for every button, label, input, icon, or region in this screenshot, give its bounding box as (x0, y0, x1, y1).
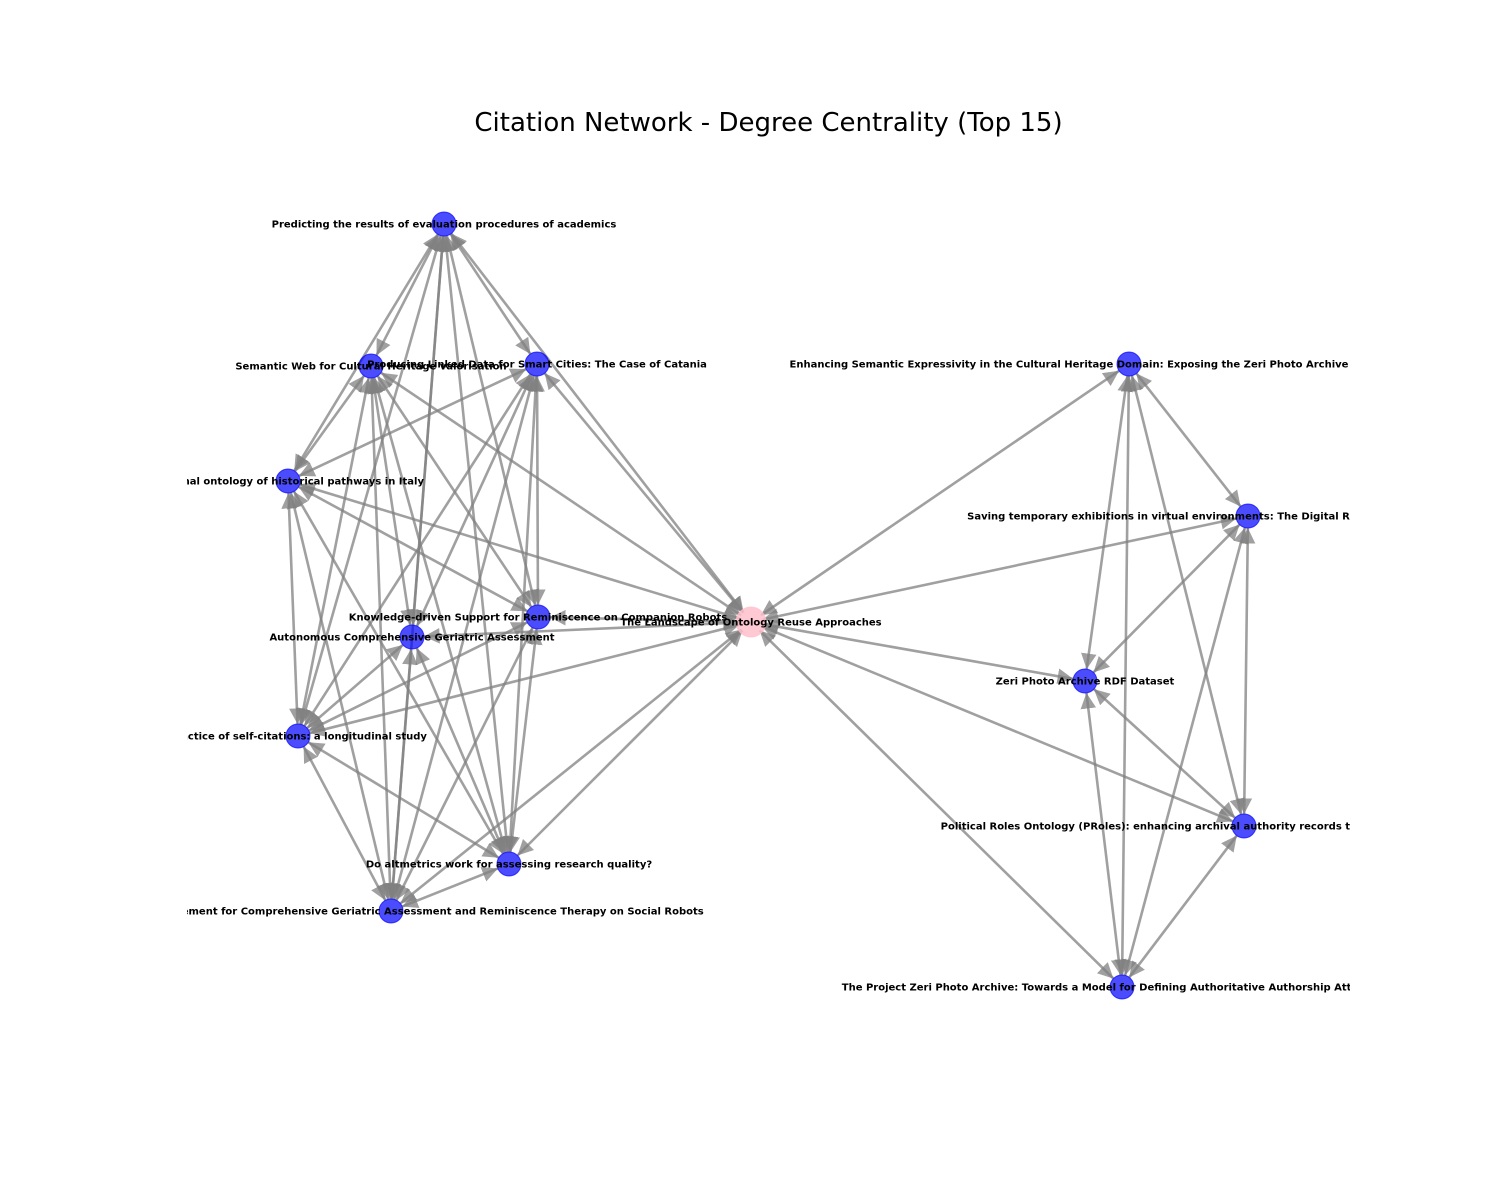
edges-layer (281, 232, 1256, 980)
edge-predicting-landscape (450, 232, 745, 614)
node-label-self_citations: practice of self-citations: a longitudin… (169, 732, 427, 743)
node-label-zeri_project: The Project Zeri Photo Archive: Towards … (842, 983, 1403, 994)
node-label-knowledge_mgmt: Knowledge Management for Comprehensive G… (78, 907, 704, 918)
edge-altmetrics-landscape (516, 629, 744, 857)
node-aldrovandi[interactable] (1235, 503, 1261, 529)
edge-knowledge_mgmt-landscape (399, 628, 743, 905)
edge-landscape-zeri_project (758, 629, 1115, 980)
edge-proles-zeri_project (1128, 834, 1238, 979)
node-zeri_expressivity[interactable] (1116, 351, 1142, 377)
edge-semantic_web-landscape (380, 371, 742, 617)
node-label-proles: Political Roles Ontology (PRoles): enhan… (941, 822, 1500, 833)
nodes-layer (275, 211, 1261, 1000)
edge-self_citations-knowledge_mgmt (302, 745, 387, 902)
node-reminiscence[interactable] (525, 604, 551, 630)
node-label-landscape: The Landscape of Ontology Reuse Approach… (620, 618, 881, 629)
node-landscape[interactable] (735, 606, 767, 638)
node-self_citations[interactable] (285, 723, 311, 749)
node-knowledge_mgmt[interactable] (378, 898, 404, 924)
edge-smart_cities-landscape (543, 372, 745, 614)
node-label-smart_cities: Producing Linked Data for Smart Cities: … (367, 360, 707, 371)
edge-aldrovandi-proles (1236, 527, 1256, 815)
edge-aldrovandi-zeri_rdf (1092, 523, 1241, 674)
node-label-geriatric: Autonomous Comprehensive Geriatric Asses… (269, 633, 554, 644)
node-smart_cities[interactable] (524, 351, 550, 377)
edge-predicting-semantic_web (375, 234, 440, 356)
edge-landscape-proles (761, 625, 1234, 823)
chart-title: Citation Network - Degree Centrality (To… (474, 108, 1063, 138)
edge-zeri_rdf-zeri_project (1080, 692, 1127, 976)
edge-zeri_expressivity-zeri_rdf (1081, 375, 1133, 670)
edge-zeri_expressivity-zeri_project (1114, 375, 1137, 976)
node-zeri_project[interactable] (1109, 974, 1135, 1000)
edge-pathways-landscape (299, 481, 740, 622)
edge-landscape-aldrovandi (762, 514, 1237, 624)
node-proles[interactable] (1231, 813, 1257, 839)
edge-landscape-zeri_rdf (762, 619, 1074, 684)
node-zeri_rdf[interactable] (1072, 668, 1098, 694)
edge-predicting-smart_cities (449, 233, 532, 355)
edge-landscape-zeri_expressivity (760, 369, 1120, 617)
node-label-pathways: A formal ontology of historical pathways… (152, 477, 424, 488)
edge-zeri_expressivity-aldrovandi (1135, 372, 1242, 508)
node-altmetrics[interactable] (496, 851, 522, 877)
node-geriatric[interactable] (399, 624, 425, 650)
node-label-predicting: Predicting the results of evaluation pro… (272, 220, 617, 231)
node-label-zeri_expressivity: Enhancing Semantic Expressivity in the C… (790, 360, 1469, 371)
node-label-altmetrics: Do altmetrics work for assessing researc… (366, 860, 652, 871)
node-label-semantic_web: Semantic Web for Cultural Heritage valor… (235, 362, 506, 373)
node-label-zeri_rdf: Zeri Photo Archive RDF Dataset (996, 677, 1175, 688)
edge-aldrovandi-zeri_project (1121, 527, 1249, 976)
node-predicting[interactable] (431, 211, 457, 237)
node-semantic_web[interactable] (358, 353, 384, 379)
edge-pathways-self_citations (281, 492, 305, 725)
node-pathways[interactable] (275, 468, 301, 494)
labels-layer: Predicting the results of evaluation pro… (78, 220, 1500, 994)
node-label-aldrovandi: Saving temporary exhibitions in virtual … (967, 512, 1500, 523)
node-label-reminiscence: Knowledge-driven Support for Reminiscenc… (349, 613, 727, 624)
edge-smart_cities-reminiscence (529, 375, 546, 606)
edge-altmetrics-knowledge_mgmt (401, 866, 499, 909)
